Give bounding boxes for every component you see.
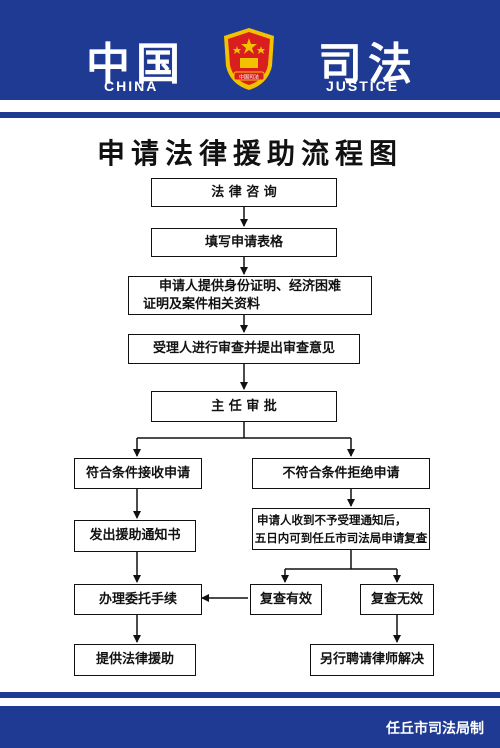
step-notice: 发出援助通知书 <box>74 520 196 552</box>
emblem-label: 中国司法 <box>239 74 259 81</box>
step-reexam: 申请人收到不予受理通知后， 五日内可到任丘市司法局申请复查 <box>252 508 430 550</box>
footer-credit: 任丘市司法局制 <box>386 721 484 737</box>
step-hire-lawyer-label: 另行聘请律师解决 <box>319 652 424 667</box>
step-accept-label: 符合条件接收申请 <box>85 465 190 481</box>
step-reexam-invalid: 复查无效 <box>360 584 434 615</box>
step-notice-label: 发出援助通知书 <box>89 528 181 543</box>
step-reject: 不符合条件拒绝申请 <box>252 458 430 489</box>
step-provide-docs-line1: 申请人提供身份证明、经济困难 <box>158 278 341 294</box>
step-reexam-valid-label: 复查有效 <box>259 591 312 607</box>
step-provide-docs: 申请人提供身份证明、经济困难 证明及案件相关资料 <box>128 276 372 315</box>
step-consult: 法 律 咨 询 <box>151 178 337 207</box>
footer-bar <box>0 706 500 748</box>
footer-divider <box>0 692 500 698</box>
justice-emblem-icon: 中国司法 <box>224 28 274 90</box>
step-reexam-line2: 五日内可到任丘市司法局申请复查 <box>254 531 428 545</box>
header-left-cn: 中国 <box>86 39 186 90</box>
step-review: 受理人进行审查并提出审查意见 <box>128 334 360 364</box>
header-right-en: JUSTICE <box>326 78 400 94</box>
step-reject-label: 不符合条件拒绝申请 <box>282 465 400 481</box>
step-reexam-line1: 申请人收到不予受理通知后， <box>257 513 407 527</box>
step-consult-label: 法 律 咨 询 <box>211 184 277 200</box>
header-divider <box>0 100 500 112</box>
step-accept: 符合条件接收申请 <box>74 458 202 489</box>
footer-banner: 任丘市司法局制 <box>0 692 500 748</box>
step-entrust: 办理委托手续 <box>74 584 202 615</box>
header-right-cn: 司法 <box>318 39 418 90</box>
step-review-label: 受理人进行审查并提出审查意见 <box>152 341 335 356</box>
step-entrust-label: 办理委托手续 <box>98 591 177 607</box>
step-fill-form: 填写申请表格 <box>151 228 337 257</box>
step-provide-docs-line2: 证明及案件相关资料 <box>143 296 261 312</box>
step-approve: 主 任 审 批 <box>151 391 337 422</box>
header-left-en: CHINA <box>104 78 159 94</box>
header-divider-blue <box>0 112 500 118</box>
step-approve-label: 主 任 审 批 <box>211 398 277 414</box>
step-provide-aid-label: 提供法律援助 <box>95 652 174 667</box>
step-fill-form-label: 填写申请表格 <box>204 234 283 250</box>
step-provide-aid: 提供法律援助 <box>74 644 196 676</box>
page-title: 申请法律援助流程图 <box>96 137 403 170</box>
step-hire-lawyer: 另行聘请律师解决 <box>310 644 434 676</box>
step-reexam-invalid-label: 复查无效 <box>370 591 423 607</box>
step-reexam-valid: 复查有效 <box>250 584 322 615</box>
